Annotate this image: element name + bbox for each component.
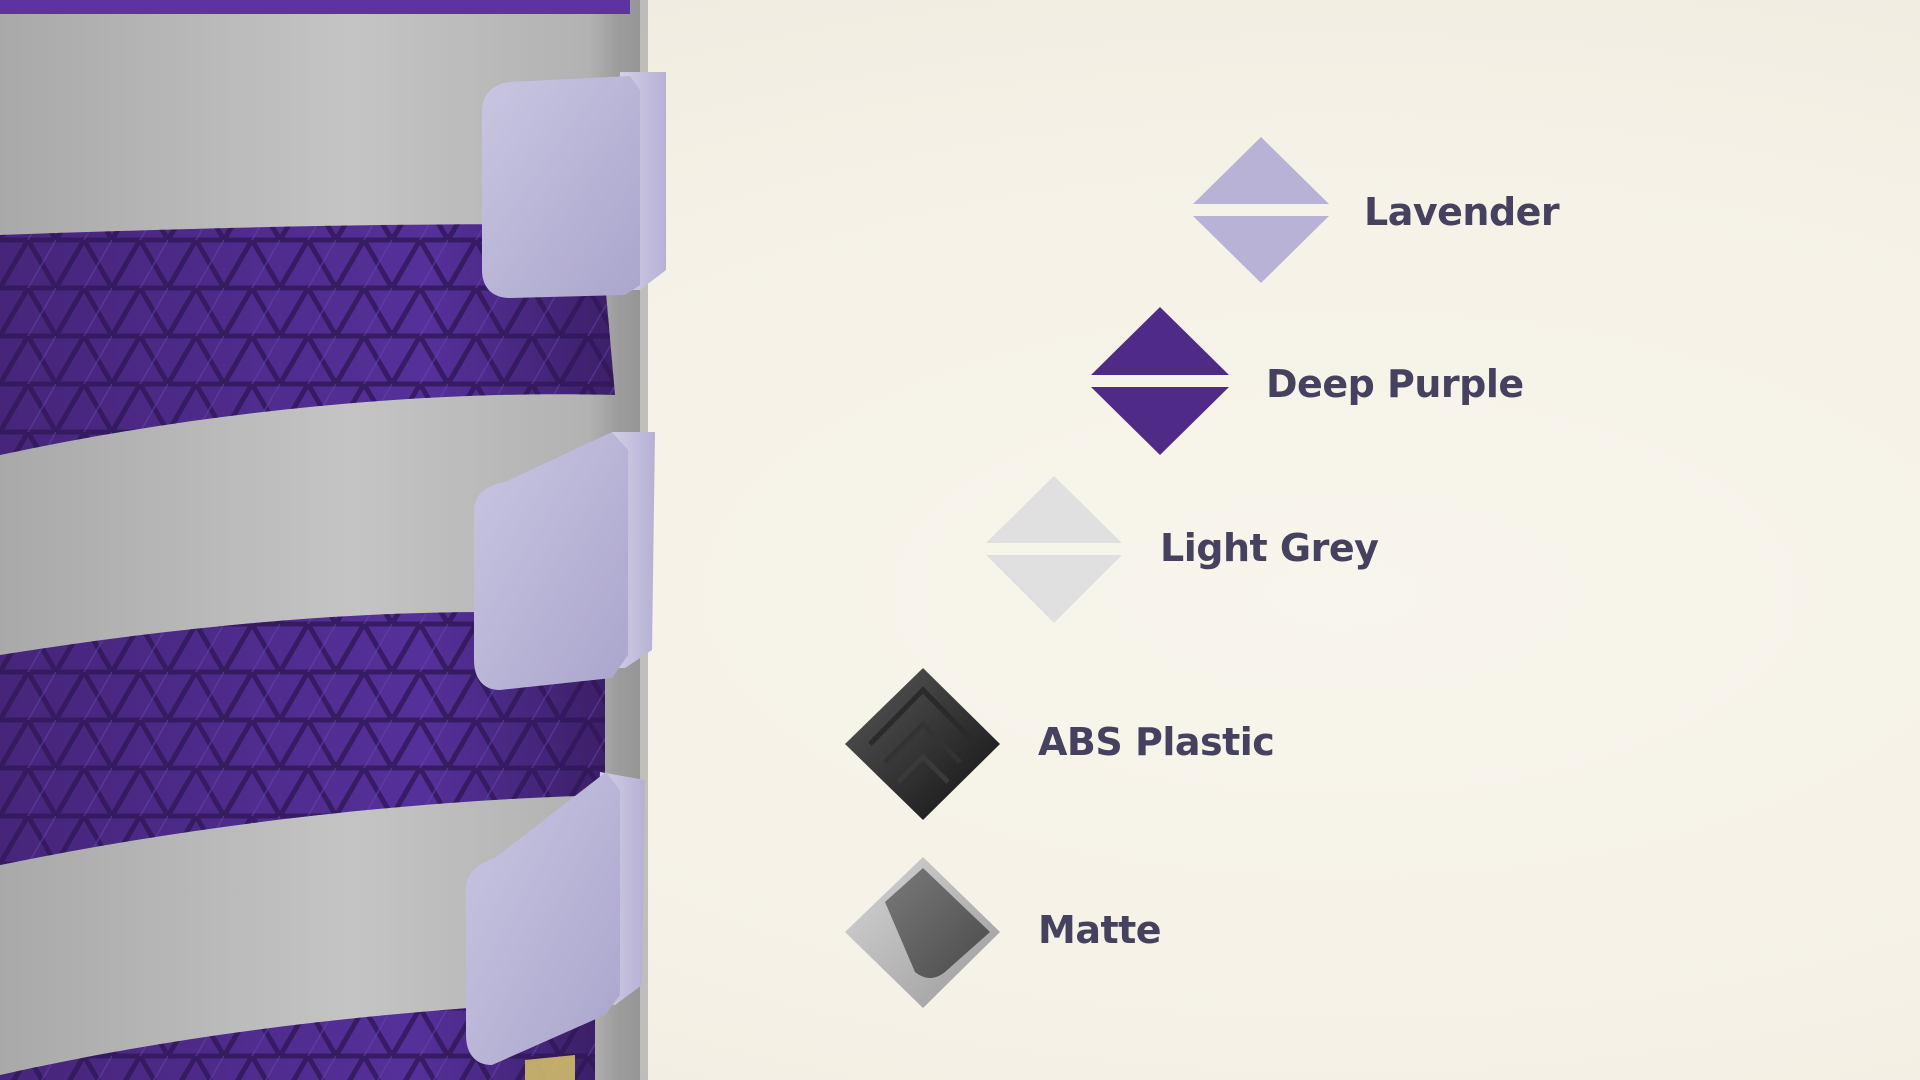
deep-purple-swatch-icon — [1091, 307, 1229, 455]
abs-plastic-texture-icon — [845, 668, 1000, 820]
swatch-label-deep-purple: Deep Purple — [1266, 362, 1524, 406]
swatch-label-light-grey: Light Grey — [1160, 526, 1379, 570]
top-rim — [0, 0, 630, 14]
lavender-clip-top — [482, 72, 666, 298]
light-grey-swatch-icon — [986, 476, 1122, 623]
swatch-label-lavender: Lavender — [1364, 190, 1560, 234]
swatch-label-matte: Matte — [1038, 908, 1162, 952]
lavender-clip-lower — [466, 772, 645, 1065]
swatch-label-abs-plastic: ABS Plastic — [1038, 720, 1275, 764]
lavender-swatch-icon — [1193, 137, 1329, 283]
matte-texture-icon — [845, 857, 1000, 1008]
